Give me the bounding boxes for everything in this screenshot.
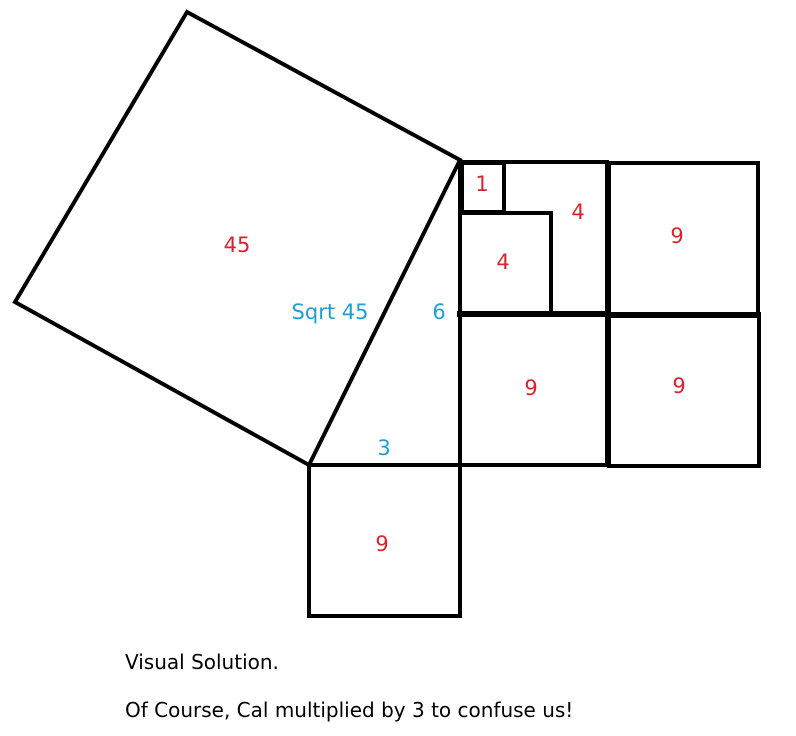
label-hypotenuse-length: Sqrt 45 [292,300,369,324]
label-bottom-square-area: 9 [375,532,388,556]
label-l-region-area: 4 [571,200,584,224]
label-right-square-area: 9 [672,374,685,398]
caption-note: Of Course, Cal multiplied by 3 to confus… [125,698,574,722]
label-middle-square-area: 9 [524,376,537,400]
label-vertical-leg-length: 6 [432,300,445,324]
label-four-square-area: 4 [496,250,509,274]
caption-title: Visual Solution. [125,650,279,674]
label-unit-square-area: 1 [475,172,488,196]
label-horizontal-leg-length: 3 [377,436,390,460]
bottom-right-nine-square [607,314,761,468]
label-big-square-area: 45 [224,233,251,257]
label-top-right-square-area: 9 [670,224,683,248]
